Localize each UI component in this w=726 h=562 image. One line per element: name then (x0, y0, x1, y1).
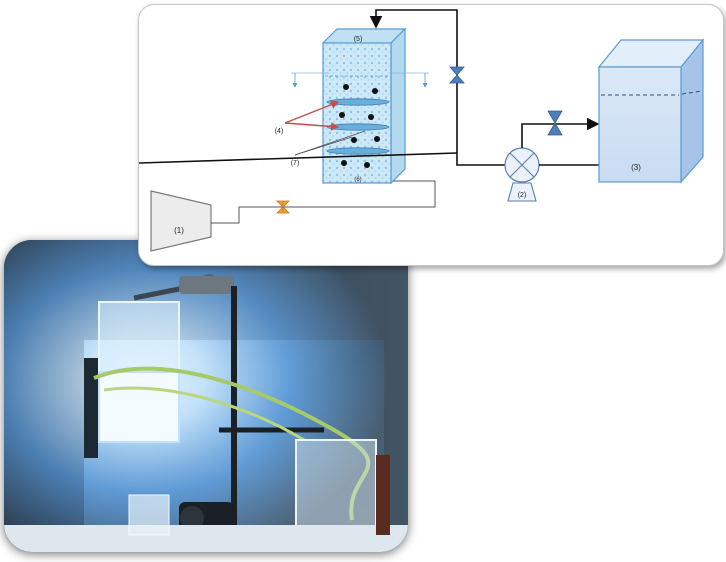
blue-valve-outlet-icon[interactable] (450, 67, 464, 83)
photo-beaker (129, 495, 169, 535)
pump-to-tank-line (522, 124, 598, 148)
schematic-panel: (1) (5) (6) (138, 4, 724, 266)
blue-valve-recycle-icon[interactable] (548, 111, 562, 135)
photo-lamp-post (84, 358, 98, 458)
photo-glass-tank (296, 440, 376, 530)
photo-fitting (179, 276, 234, 294)
photo-stand-rod (231, 286, 237, 536)
label-catalyst: (7) (291, 160, 300, 167)
photo-lamp-box (99, 372, 179, 442)
label-tank: (3) (631, 163, 641, 172)
plate-3 (327, 148, 389, 154)
schematic-diagram: (1) (5) (6) (139, 5, 723, 265)
reactor-bottom-mark: (6) (354, 177, 361, 183)
photo-chair (376, 455, 390, 535)
label-led-strips: (4) (275, 128, 284, 135)
setup-photo (4, 240, 408, 552)
label-pump: (2) (518, 192, 527, 199)
pump-inlet-line (457, 153, 505, 165)
reactor-front-face (323, 43, 391, 183)
reactor-side-face (391, 29, 405, 183)
solar-simulator-icon (151, 191, 211, 251)
inlet-line (211, 181, 435, 223)
label-solar-simulator: (1) (174, 226, 184, 235)
photo-table (4, 525, 408, 552)
setup-photo-drawing (4, 240, 408, 552)
label-reactor: (5) (354, 36, 363, 43)
